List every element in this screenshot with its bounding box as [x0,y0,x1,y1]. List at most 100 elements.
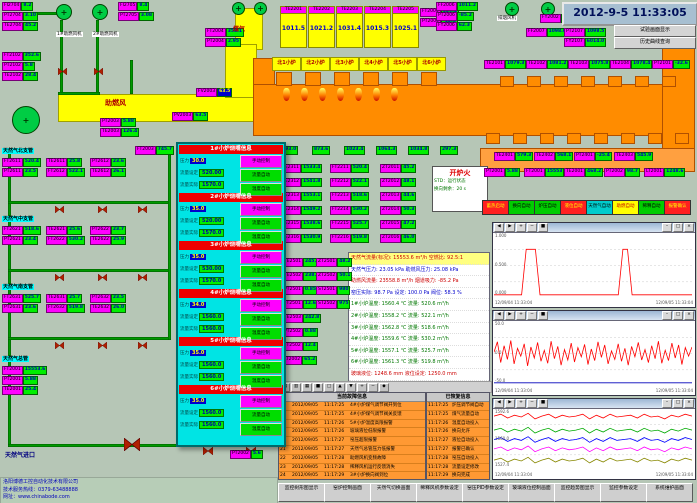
control-button-3[interactable]: 炉压自动 [534,200,561,215]
control-button-1[interactable]: 蓄热启动 [482,200,509,215]
nav-button-1[interactable]: 监控树形图显示 [278,483,325,502]
chart-tool-icon[interactable]: ■ [538,311,548,320]
control-button-6[interactable]: 助燃自动 [612,200,639,215]
burner-button-1[interactable]: 手动控制 [240,395,282,408]
toolbar-icon[interactable]: ▦ [302,382,312,392]
window-button-icon[interactable]: × [684,399,694,408]
toolbar-icon[interactable]: ▲ [335,382,345,392]
chart-tool-icon[interactable]: ◀ [494,311,504,320]
toolbar-icon[interactable]: ◆ [379,382,389,392]
valve-icon[interactable] [57,60,68,79]
burner-button-1[interactable]: 手动控制 [240,299,282,312]
window-button-icon[interactable]: – [662,311,672,320]
window-button-icon[interactable]: – [662,399,672,408]
toolbar-icon[interactable]: ▥ [291,382,301,392]
valve-icon[interactable] [202,440,214,459]
chart-tool-icon[interactable]: − [527,399,537,408]
chart-tool-icon[interactable]: − [527,311,537,320]
toolbar-icon[interactable]: − [368,382,378,392]
toolbar-icon[interactable]: ▼ [346,382,356,392]
control-button-4[interactable]: 液位自动 [560,200,587,215]
burner-button-2[interactable]: 流量自动 [240,313,282,326]
window-button-icon[interactable]: × [684,311,694,320]
burner-button-3[interactable]: 温度自动 [240,327,282,340]
control-button-7[interactable]: 稀释自动 [638,200,665,215]
valve-icon[interactable] [54,198,65,217]
burner-button-2[interactable]: 流量自动 [240,169,282,182]
nav-button-7[interactable]: 监控趋势图显示 [554,483,601,502]
nav-button-8[interactable]: 监控参数设定 [600,483,647,502]
window-button-icon[interactable]: – [662,223,672,232]
chart-tool-icon[interactable]: + [516,399,526,408]
valve-icon[interactable] [54,266,65,285]
burner-button-1[interactable]: 手动控制 [240,347,282,360]
toolbar-icon[interactable]: + [357,382,367,392]
nav-button-6[interactable]: 玻璃液位控制画面 [508,483,555,502]
window-button-icon[interactable]: □ [673,223,683,232]
burner-button-3[interactable]: 温度自动 [240,423,282,436]
valve-icon[interactable] [54,334,65,353]
valve-icon[interactable] [97,198,108,217]
chart-tool-icon[interactable]: ▶ [505,223,515,232]
burner-button-1[interactable]: 手动控制 [240,155,282,168]
valve-icon[interactable] [137,198,148,217]
chart-tool-icon[interactable]: − [527,223,537,232]
control-button-2[interactable]: 换向自动 [508,200,535,215]
chart-tool-icon[interactable]: + [516,223,526,232]
valve-icon[interactable] [97,334,108,353]
nav-button-3[interactable]: 天然气切换画面 [370,483,417,502]
burner-button-2[interactable]: 流量自动 [240,265,282,278]
chart-tool-icon[interactable]: ▶ [505,399,515,408]
chart-tool-icon[interactable]: + [516,311,526,320]
burner-button-2[interactable]: 流量自动 [240,361,282,374]
nav-button-5[interactable]: 窑压PID参数设定 [462,483,509,502]
window-button-icon[interactable]: □ [673,311,683,320]
burner-button-3[interactable]: 温度自动 [240,375,282,388]
valve-icon[interactable] [93,60,104,79]
window-button-icon[interactable]: × [684,223,694,232]
burner-button-2[interactable]: 流量自动 [240,409,282,422]
chart-tool-icon[interactable]: ◀ [494,399,504,408]
chart-tool-icon[interactable]: ◀ [494,223,504,232]
burner-button-3[interactable]: 温度自动 [240,279,282,292]
nav-button-2[interactable]: 窑炉控制画面 [324,483,371,502]
toolbar-icon[interactable]: □ [324,382,334,392]
burner-button-1[interactable]: 手动控制 [240,203,282,216]
valve-icon[interactable] [137,334,148,353]
control-button-8[interactable]: 报警确认 [664,200,691,215]
burner-button-1[interactable]: 手动控制 [240,251,282,264]
window-button-icon[interactable]: □ [673,399,683,408]
burner-button-2[interactable]: 流量自动 [240,217,282,230]
burner-button-3[interactable]: 温度自动 [240,231,282,244]
valve-icon[interactable] [97,266,108,285]
valve-icon[interactable] [137,266,148,285]
chart-tool-icon[interactable]: ■ [538,399,548,408]
control-button-5[interactable]: 天然气自动 [586,200,613,215]
nav-button-9[interactable]: 系统维护画面 [646,483,693,502]
valve-icon[interactable] [123,436,141,455]
chart-tool-icon[interactable]: ■ [538,223,548,232]
screen-button-1[interactable]: 试验画面显示 [614,25,696,37]
toolbar-icon[interactable]: ■ [313,382,323,392]
burner-button-3[interactable]: 温度自动 [240,183,282,196]
screen-button-2[interactable]: 历史曲线查询 [614,37,696,49]
chart-tool-icon[interactable]: ▶ [505,311,515,320]
